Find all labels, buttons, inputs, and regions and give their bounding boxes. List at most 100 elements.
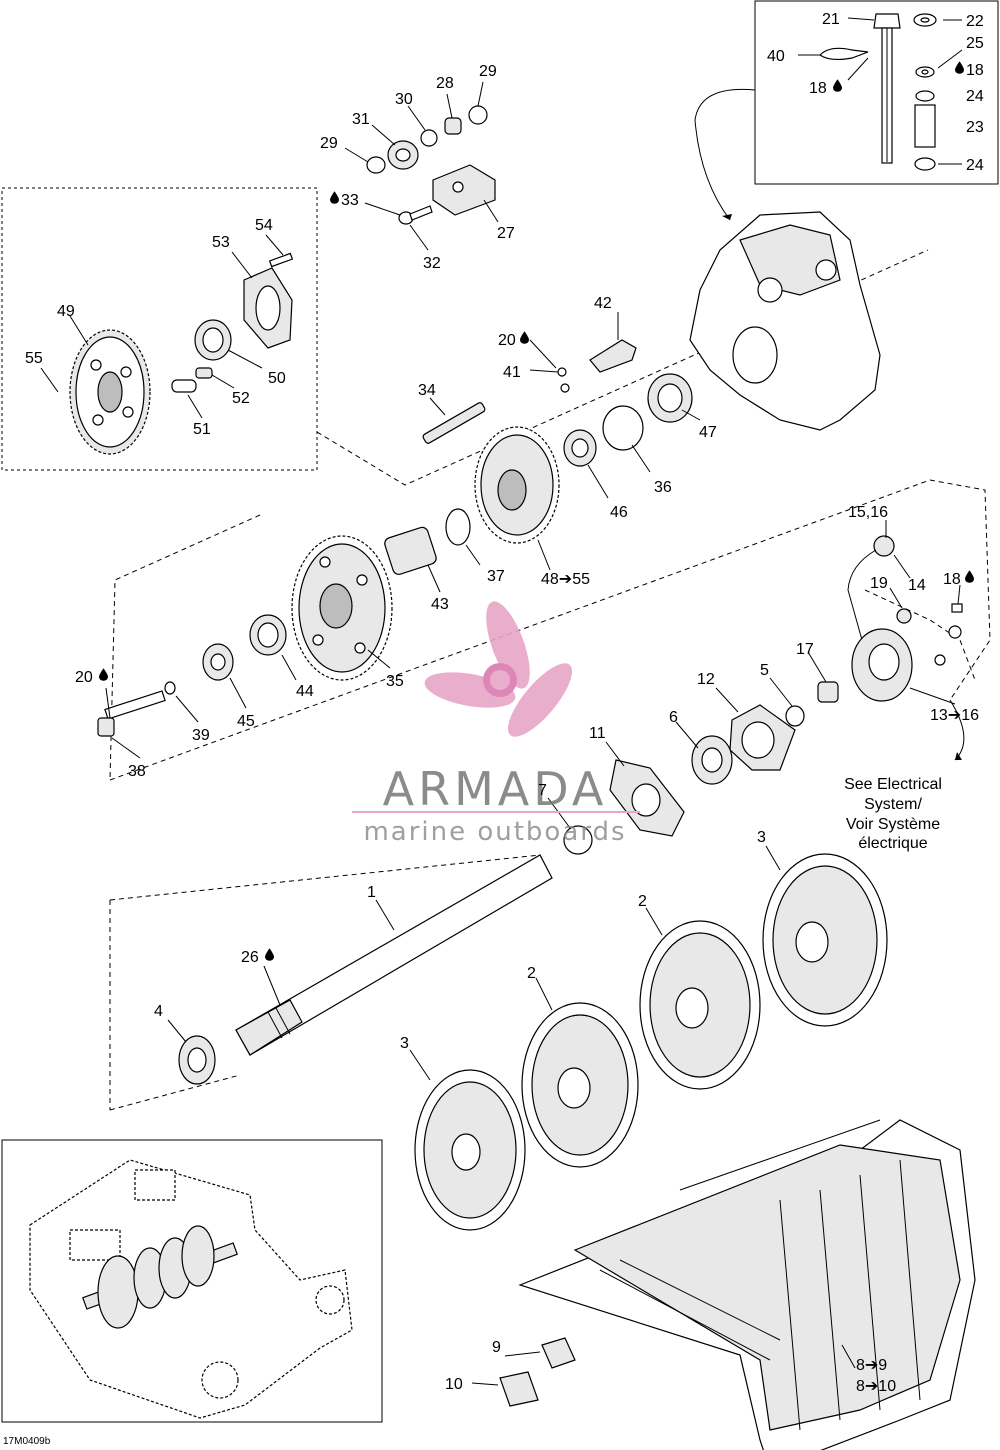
bushing-50 xyxy=(194,319,232,361)
sprocket-48 xyxy=(474,426,560,544)
cotter-pin-40 xyxy=(819,47,869,61)
clip-10 xyxy=(499,1371,539,1407)
label-7: 7 xyxy=(538,782,547,799)
label-49: 49 xyxy=(57,303,75,320)
label-4: 4 xyxy=(154,1003,163,1020)
label-27: 27 xyxy=(497,225,515,242)
washer-37 xyxy=(445,508,471,546)
washer-46 xyxy=(563,429,597,467)
label-32: 32 xyxy=(423,255,441,272)
spring-23 xyxy=(914,104,936,148)
electrical-note: See Electrical System/ Voir Système élec… xyxy=(844,776,942,852)
chassis-drive-axle xyxy=(82,1225,238,1329)
washer-24-lower xyxy=(914,157,936,171)
label-22: 22 xyxy=(966,13,984,30)
label-51: 51 xyxy=(193,421,211,438)
label-26: 26 xyxy=(241,949,259,966)
left-gear-inset-box xyxy=(1,187,318,471)
mid-leaders xyxy=(105,312,701,759)
label-21: 21 xyxy=(822,11,840,28)
seal-4 xyxy=(178,1035,216,1085)
label-40: 40 xyxy=(767,48,785,65)
label-20-lower: 20 xyxy=(75,669,93,686)
note-line-4: électrique xyxy=(858,835,927,852)
label-19: 19 xyxy=(870,575,888,592)
watermark: ARMADA marine outboards xyxy=(352,601,640,847)
track-8 xyxy=(518,1119,976,1450)
label-1: 1 xyxy=(367,884,376,901)
label-43: 43 xyxy=(431,596,449,613)
label-11: 11 xyxy=(589,725,606,742)
label-10: 10 xyxy=(445,1376,463,1393)
label-13-16: 13➔16 xyxy=(930,707,979,724)
label-3-lower: 3 xyxy=(400,1035,409,1052)
circlip-5 xyxy=(785,705,805,727)
label-28: 28 xyxy=(436,75,454,92)
label-29-left: 29 xyxy=(320,135,338,152)
label-45: 45 xyxy=(237,713,255,730)
shaft-leaders xyxy=(167,899,395,1043)
label-44: 44 xyxy=(296,683,314,700)
screw-18 xyxy=(951,603,963,613)
label-17: 17 xyxy=(796,641,814,658)
label-25: 25 xyxy=(966,35,984,52)
washer-24-upper xyxy=(915,90,935,102)
label-48-55: 48➔55 xyxy=(541,571,590,588)
label-53: 53 xyxy=(212,234,230,251)
label-47: 47 xyxy=(699,424,717,441)
sensor-15-16 xyxy=(847,535,895,641)
label-36: 36 xyxy=(654,479,672,496)
label-12: 12 xyxy=(697,671,715,688)
washer-39 xyxy=(164,681,176,695)
clip-9 xyxy=(541,1337,576,1369)
seal-45 xyxy=(202,643,234,681)
screw-41 xyxy=(557,367,570,393)
watermark-tagline: marine outboards xyxy=(363,817,626,847)
bearing-housing-13 xyxy=(851,625,962,702)
bolt-38 xyxy=(97,690,166,737)
label-15-16: 15,16 xyxy=(848,504,888,521)
left-inset-leaders xyxy=(40,234,284,419)
bearing-47 xyxy=(647,373,693,423)
sprocket-2-upper xyxy=(639,920,761,1090)
watermark-propeller-icon xyxy=(424,601,573,737)
label-34: 34 xyxy=(418,382,436,399)
label-52: 52 xyxy=(232,390,250,407)
sprocket-leaders xyxy=(409,845,781,1081)
chaincase-housing xyxy=(689,211,881,431)
label-24-lower: 24 xyxy=(966,157,984,174)
label-14: 14 xyxy=(908,577,926,594)
bearing-6 xyxy=(691,735,733,785)
label-2-upper: 2 xyxy=(638,893,647,910)
label-33: 33 xyxy=(341,192,359,209)
washer-25 xyxy=(915,66,935,78)
nut-17 xyxy=(817,681,839,703)
track-leaders xyxy=(471,1344,856,1386)
label-35: 35 xyxy=(386,673,404,690)
label-8-10: 8➔10 xyxy=(856,1378,896,1395)
top-inset-leaders xyxy=(694,17,963,221)
gear-35 xyxy=(291,535,393,681)
label-24-upper: 24 xyxy=(966,88,984,105)
label-46: 46 xyxy=(610,504,628,521)
label-18-right: 18 xyxy=(943,571,961,588)
label-55: 55 xyxy=(25,350,43,367)
label-31: 31 xyxy=(352,111,370,128)
label-20-upper: 20 xyxy=(498,332,516,349)
label-18-top: 18 xyxy=(809,80,827,97)
label-38: 38 xyxy=(128,763,146,780)
washer-22 xyxy=(913,13,937,27)
drive-shaft-1 xyxy=(235,854,553,1056)
label-29-top: 29 xyxy=(479,63,497,80)
screw-32 xyxy=(398,205,433,225)
note-line-1: See Electrical xyxy=(844,776,942,793)
label-5: 5 xyxy=(760,662,769,679)
label-3-upper: 3 xyxy=(757,829,766,846)
part-labels: 21 22 40 25 18 18 24 23 24 29 28 30 31 2… xyxy=(25,11,984,1395)
sprocket-2-lower xyxy=(521,1002,639,1168)
note-line-3: Voir Système xyxy=(846,816,940,833)
nut-19 xyxy=(896,608,912,624)
right-leaders xyxy=(547,520,965,829)
label-30: 30 xyxy=(395,91,413,108)
gear-49 xyxy=(69,329,151,455)
